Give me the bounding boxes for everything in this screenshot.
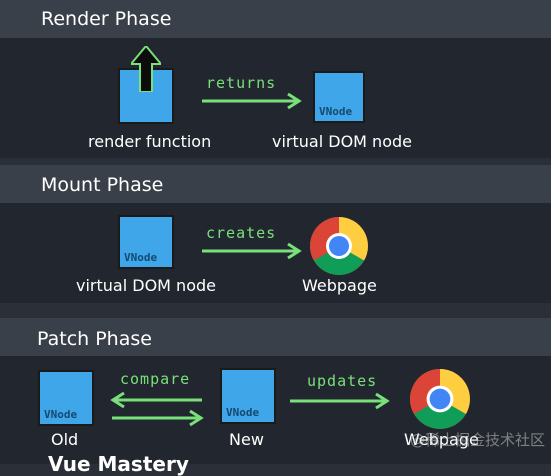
patch-phase-title: Patch Phase [37,328,152,350]
creates-label: creates [206,224,277,242]
patch-phase-header [0,318,551,356]
render-function-box [118,46,174,124]
up-arrow-icon [131,46,161,92]
old-vnode-label: VNode [44,408,78,421]
patch-webpage-caption: Webpage [404,430,479,449]
patch-chrome-icon [410,369,470,429]
new-vnode-caption: New [229,430,264,449]
chrome-icon [310,217,368,275]
render-vnode-box: VNode [313,71,365,123]
mount-vnode-label: VNode [124,251,158,264]
new-vnode-label: VNode [226,406,260,419]
returns-arrow [202,92,302,110]
render-phase-title: Render Phase [41,8,172,30]
returns-label: returns [206,74,277,92]
render-vnode-label: VNode [319,105,353,118]
compare-label: compare [120,370,191,388]
updates-arrow [290,392,390,410]
mount-phase-title: Mount Phase [41,174,164,196]
new-vnode-box: VNode [220,368,276,424]
render-phase-body [0,38,551,158]
mount-webpage-caption: Webpage [302,276,377,295]
watermark: @稀土掘金技术社区 [409,431,545,449]
render-function-caption: render function [88,132,212,151]
render-vnode-caption: virtual DOM node [272,132,412,151]
old-vnode-caption: Old [51,430,79,449]
mount-vnode-caption: virtual DOM node [76,276,216,295]
mount-phase-body [0,203,551,303]
compare-arrows [110,391,204,427]
updates-label: updates [307,372,378,390]
render-phase-header [0,0,551,38]
creates-arrow [202,242,302,260]
mount-vnode-box: VNode [118,215,174,269]
old-vnode-box: VNode [38,370,94,426]
footer-logo: Vue Mastery [48,452,189,476]
mount-phase-header [0,165,551,203]
